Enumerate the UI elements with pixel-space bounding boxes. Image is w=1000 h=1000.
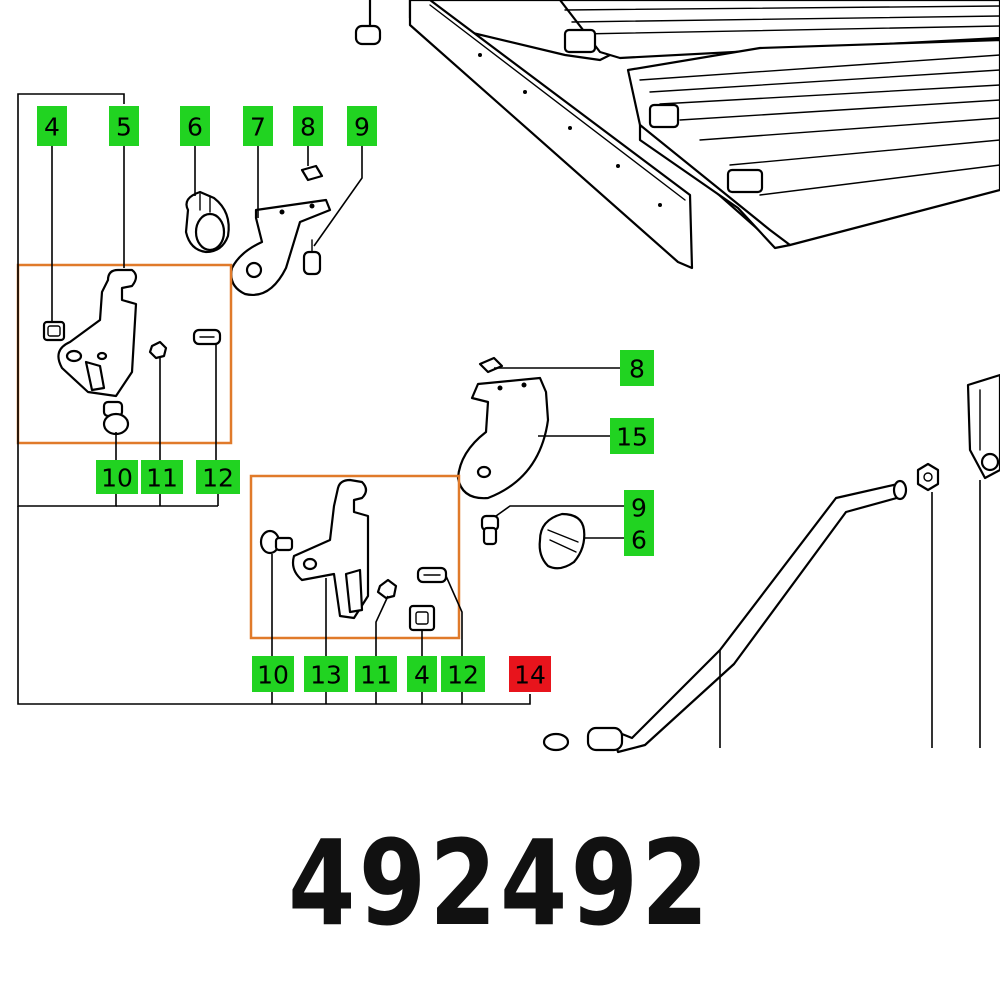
leader-lines xyxy=(17,93,624,705)
group-frame-2 xyxy=(249,474,461,640)
svg-text:9: 9 xyxy=(354,113,370,142)
nut-part-11-group2 xyxy=(376,578,398,600)
screw-part-10-group2 xyxy=(259,529,294,555)
svg-text:12: 12 xyxy=(202,464,234,493)
callout-label-8-top: 8 xyxy=(293,106,323,146)
svg-text:11: 11 xyxy=(360,661,392,690)
svg-text:4: 4 xyxy=(414,661,430,690)
knob-part-6-upper xyxy=(184,190,230,254)
callout-label-5: 5 xyxy=(109,106,139,146)
callout-label-6-right: 6 xyxy=(624,522,654,556)
callout-label-6-top: 6 xyxy=(180,106,210,146)
nut-part-4-group1 xyxy=(42,320,66,342)
knob-part-6-lower xyxy=(538,512,586,570)
hex-nut-right xyxy=(916,462,940,492)
callout-label-4-group2: 4 xyxy=(407,656,437,692)
svg-text:10: 10 xyxy=(257,661,289,690)
nut-part-4-group2 xyxy=(408,604,436,632)
svg-text:6: 6 xyxy=(187,113,203,142)
crank-handle xyxy=(542,479,908,754)
part-number: 492492 xyxy=(288,814,712,952)
callout-label-4-top: 4 xyxy=(37,106,67,146)
callout-label-15: 15 xyxy=(610,418,654,454)
svg-text:15: 15 xyxy=(616,423,648,452)
callout-label-10-group2: 10 xyxy=(252,656,294,692)
svg-text:5: 5 xyxy=(116,113,132,142)
front-angle-profile xyxy=(408,0,694,270)
screw-part-9-upper xyxy=(302,239,322,276)
svg-text:14: 14 xyxy=(514,661,546,690)
svg-text:4: 4 xyxy=(44,113,60,142)
svg-text:8: 8 xyxy=(629,355,645,384)
callout-label-9-right: 9 xyxy=(624,490,654,524)
svg-text:9: 9 xyxy=(631,494,647,523)
callout-label-11-group2: 11 xyxy=(355,656,397,692)
callout-label-10-group1: 10 xyxy=(96,460,138,494)
svg-text:10: 10 xyxy=(101,464,133,493)
bracket-part-13 xyxy=(291,478,370,620)
screw-part-10-group1 xyxy=(102,400,130,436)
screw-part-12-group1 xyxy=(192,328,222,346)
callout-label-7: 7 xyxy=(243,106,273,146)
callout-label-9-top: 9 xyxy=(347,106,377,146)
callout-label-13: 13 xyxy=(304,656,348,692)
nut-part-8-lower xyxy=(478,356,504,374)
svg-text:6: 6 xyxy=(631,526,647,555)
lower-extrusion-rail xyxy=(626,38,1000,250)
svg-text:7: 7 xyxy=(250,113,266,142)
callout-label-8-right: 8 xyxy=(620,350,654,386)
nut-part-11-group1 xyxy=(148,340,168,360)
svg-text:12: 12 xyxy=(447,661,479,690)
screw-top xyxy=(354,0,382,46)
bracket-part-7 xyxy=(230,198,332,297)
callout-label-12-group1: 12 xyxy=(196,460,240,494)
callout-label-12-group2: 12 xyxy=(441,656,485,692)
svg-text:11: 11 xyxy=(146,464,178,493)
screw-part-12-group2 xyxy=(416,566,448,584)
screw-part-9-lower xyxy=(480,514,500,546)
support-leg-right xyxy=(966,373,1000,480)
callout-label-11-group1: 11 xyxy=(141,460,183,494)
nut-part-8-upper xyxy=(300,164,324,182)
bracket-part-5 xyxy=(57,268,138,398)
svg-text:13: 13 xyxy=(310,661,342,690)
bracket-part-15 xyxy=(456,376,550,500)
callout-label-14-highlighted: 14 xyxy=(509,656,551,692)
svg-text:8: 8 xyxy=(300,113,316,142)
